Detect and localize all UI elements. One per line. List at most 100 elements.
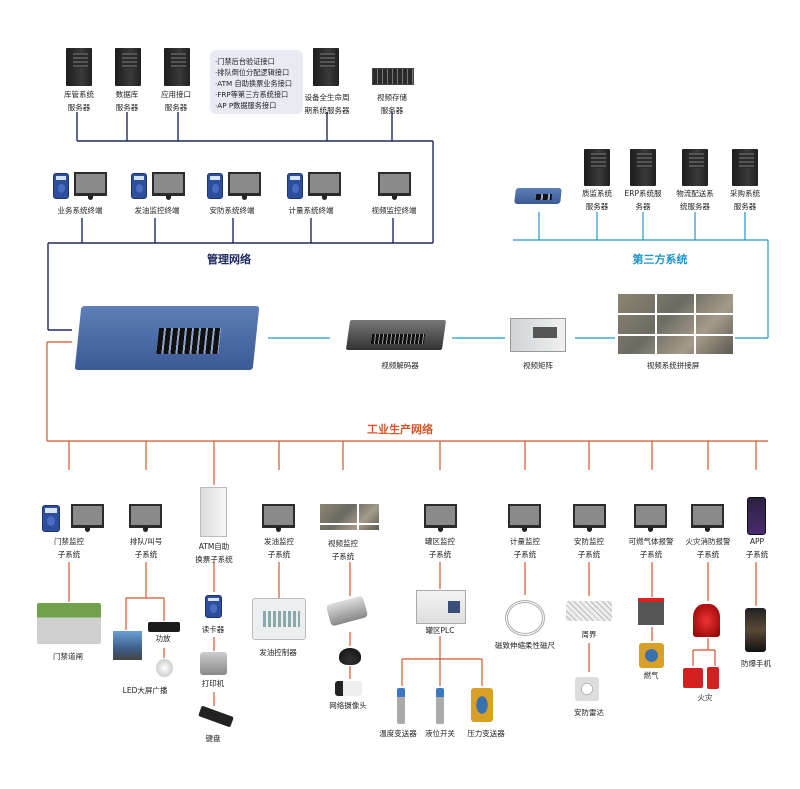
management-network-title: 管理网络 [207,253,251,266]
monitor-icon [308,172,341,200]
atm-kiosk-icon [200,487,227,537]
printer-icon [200,652,227,675]
device-label: 发油控制器 [259,648,297,657]
server-tower-icon [313,48,339,86]
fire-alarm-button-icon [683,668,703,688]
server-tower-icon [66,48,92,86]
device-label: 功放 [155,634,171,643]
video-wall-label: 视频系统拼接屏 [646,361,700,370]
monitor-icon [634,504,667,532]
server-label: 设备全生命周 期系统服务器 [304,93,350,115]
plc-icon [416,590,466,624]
device-label: 温度变送器 [379,729,417,738]
monitor-icon [424,504,457,532]
server-label: 库管系统 服务器 [64,90,94,112]
terminal-label: 发油监控终端 [134,206,180,215]
fire-horn-icon [693,604,720,637]
pressure-transmitter-icon [471,688,493,722]
device-label: 安防雷达 [574,708,604,717]
interface-item: ·ATM 自助换票业务接口 [215,79,293,88]
third-party-server-label: ERP系统服 务器 [624,189,662,211]
smartphone-icon [747,497,766,535]
video-decoder-icon [345,320,447,350]
level-switch-icon [436,688,444,724]
terminal-label: 视频监控终端 [371,206,417,215]
core-switch-icon [74,306,260,370]
third-party-server-label: 物流配送系 统服务器 [676,189,714,211]
server-tower-icon [630,149,656,186]
interface-item: ·AP P数据服务接口 [215,101,277,110]
industrial-network-title: 工业生产网络 [367,423,433,436]
subsystem-label: 安防监控 子系统 [574,537,604,559]
device-label: 罐区PLC [425,626,455,635]
server-tower-icon [115,48,141,86]
device-label: 键盘 [205,734,221,743]
device-label: 门禁道闸 [53,652,83,661]
terminal-label: 计量系统终端 [288,206,334,215]
security-radar-icon [575,677,599,701]
subsystem-label: 发油监控 子系统 [264,537,294,559]
server-label: 视频存储 服务器 [377,93,407,115]
card-reader-icon [53,173,69,199]
server-tower-icon [682,149,708,186]
temperature-transmitter-icon [397,688,405,724]
video-matrix-icon [510,318,566,352]
monitor-icon [152,172,185,200]
video-decoder-label: 视频解码器 [381,361,419,370]
oil-controller-icon [252,598,306,640]
subsystem-label: 计量监控 子系统 [510,537,540,559]
video-monitor-wall-icon [320,504,379,530]
monitor-icon [228,172,261,200]
third-party-title: 第三方系统 [632,253,688,266]
gas-alarm-box-icon [638,598,664,625]
terminal-label: 业务系统终端 [57,206,103,215]
subsystem-label: ATM自助 换票子系统 [195,542,233,564]
video-wall-icon [618,294,733,354]
device-label: 网络摄像头 [329,701,367,710]
perimeter-sensor-icon [566,601,612,621]
subsystem-label: 门禁监控 子系统 [54,537,84,559]
monitor-icon [71,504,104,532]
explosion-proof-phone-icon [745,608,766,652]
video-matrix-label: 视频矩阵 [523,361,553,370]
subsystem-label: 可燃气体报警 子系统 [628,537,674,559]
device-label: 燃气 [643,671,659,680]
interface-item: ·门禁后台验证接口 [215,57,275,66]
network-switch-icon [514,188,562,204]
third-party-server-label: 质监系统 服务器 [582,189,612,211]
monitor-icon [573,504,606,532]
storage-rack-icon [372,68,414,85]
device-label: LED大屏广播 [122,686,168,695]
monitor-icon [262,504,295,532]
subsystem-label: 火灾消防报警 子系统 [685,537,731,559]
monitor-icon [129,504,162,532]
device-label: 压力变送器 [467,729,505,738]
card-reader-icon [207,173,223,199]
gas-detector-icon [639,643,664,668]
amplifier-icon [148,622,180,632]
dome-camera-icon [339,648,361,665]
gate-barrier-icon [37,603,101,644]
server-tower-icon [584,149,610,186]
led-screen-icon [113,631,142,660]
interface-list-box: ·门禁后台验证接口 ·排队倒位分配逻辑接口 ·ATM 自助换票业务接口 ·FRP… [210,50,303,114]
device-label: 液位开关 [425,729,455,738]
terminal-label: 安防系统终端 [209,206,255,215]
interface-item: ·排队倒位分配逻辑接口 [215,68,290,77]
server-tower-icon [732,149,758,186]
monitor-icon [508,504,541,532]
monitor-icon [378,172,411,200]
device-label: 读卡器 [201,625,225,634]
device-label: 磁致伸缩柔性磁尺 [495,641,555,650]
magnetostrictive-sensor-icon [505,600,545,636]
subsystem-label: 罐区监控 子系统 [425,537,455,559]
device-label: 周界 [581,630,597,639]
speaker-icon [156,659,173,677]
fire-hydrant-icon [707,667,719,689]
interface-item: ·FRP等第三方系统接口 [215,90,289,99]
server-tower-icon [164,48,190,86]
server-label: 应用接口 服务器 [161,90,191,112]
ip-camera-icon [335,681,362,696]
device-label: 火灾 [697,693,713,702]
